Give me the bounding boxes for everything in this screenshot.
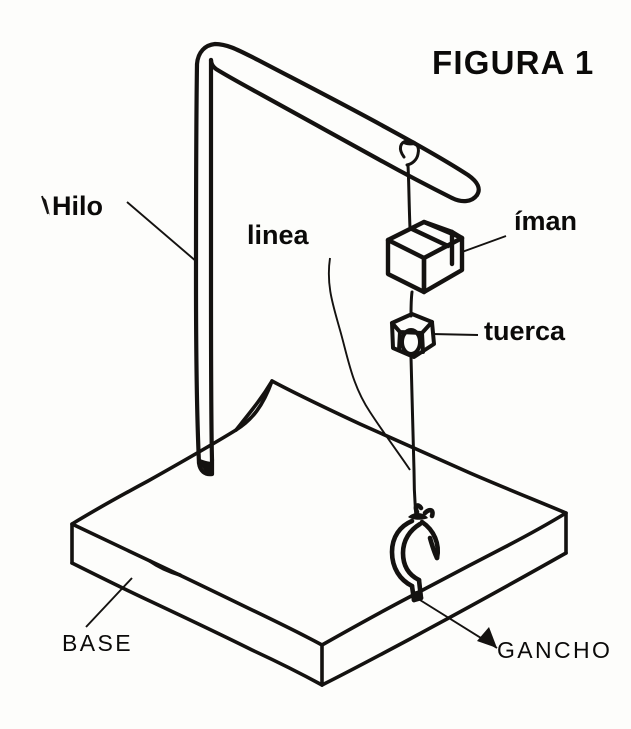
label-base: BASE	[62, 630, 133, 656]
label-iman: íman	[514, 206, 578, 236]
leader-linea	[327, 257, 411, 471]
gancho-arrow-icon	[477, 627, 497, 648]
leader-tuerca	[431, 333, 479, 336]
leader-iman	[461, 235, 507, 253]
stand-rod	[193, 41, 481, 477]
hanging-line-lower	[409, 355, 418, 519]
leader-gancho	[419, 599, 498, 649]
label-linea: linea	[247, 220, 309, 250]
hex-nut	[390, 312, 436, 359]
wire-hook	[389, 503, 441, 603]
hanging-thread	[398, 139, 420, 230]
leader-hilo	[41, 195, 198, 263]
figure-title: FIGURA 1	[432, 44, 595, 81]
label-tuerca: tuerca	[484, 316, 566, 346]
magnet-block	[385, 219, 465, 295]
label-hilo: Hilo	[52, 191, 103, 221]
leader-base	[85, 577, 133, 628]
label-gancho: GANCHO	[497, 637, 613, 663]
base-slab	[70, 379, 568, 687]
